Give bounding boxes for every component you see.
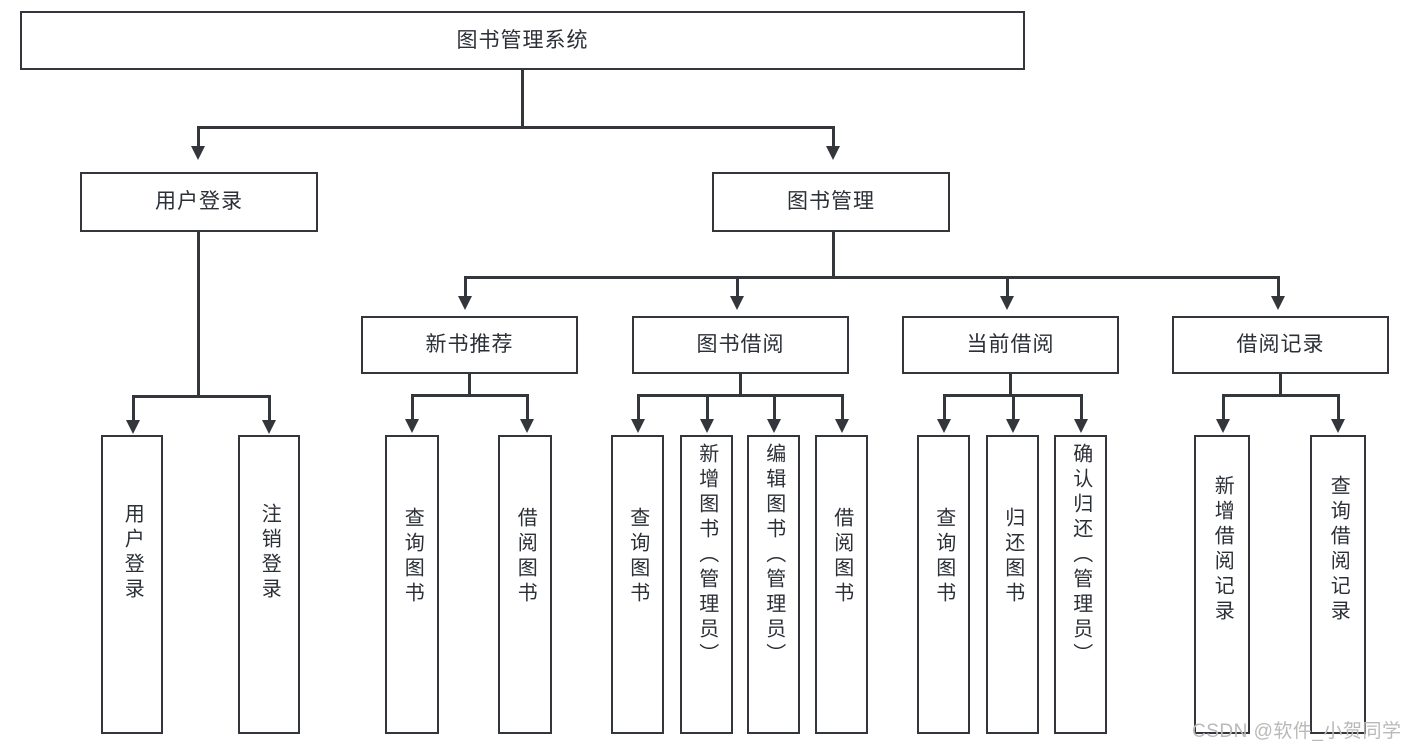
leaf-add-book-admin[interactable]: 新增图书（管理员） [680,435,733,734]
node-label: 新书推荐 [425,333,514,357]
leaf-user-login[interactable]: 用户登录 [101,435,163,734]
leaf-query-borrow-record[interactable]: 查询借阅记录 [1310,435,1366,734]
node-label: 查询图书 [626,507,649,607]
arrowhead-nbr-leaf-2 [520,419,534,433]
arrowhead-bb-leaf-3 [767,419,781,433]
connector-user-login-to-leaf-1 [132,395,135,422]
arrowhead-current-borrow [1000,296,1014,310]
node-new-book-recommend[interactable]: 新书推荐 [361,316,578,374]
node-root-book-management-system[interactable]: 图书管理系统 [20,11,1025,70]
connector-bb-bus [637,394,843,397]
connector-root-bus [197,126,834,129]
connector-root-to-user-login [197,126,200,148]
node-label: 查询图书 [932,507,955,607]
connector-root-stem [521,70,524,128]
arrowhead-bb-leaf-4 [835,419,849,433]
connector-bm-to-current-borrow [1006,276,1009,298]
connector-nbr-leaf-2 [526,394,529,421]
node-label: 注销登录 [258,503,281,603]
arrowhead-book-management [826,146,840,160]
arrowhead-cb-leaf-2 [1006,419,1020,433]
connector-user-login-to-leaf-2 [268,395,271,422]
arrowhead-br-leaf-1 [1216,419,1230,433]
node-label: 图书借阅 [696,333,785,357]
arrowhead-cb-leaf-3 [1074,419,1088,433]
connector-bm-to-borrow-record [1277,276,1280,298]
node-book-management[interactable]: 图书管理 [712,172,950,232]
connector-root-to-book-management [832,126,835,148]
node-current-borrow[interactable]: 当前借阅 [902,316,1119,374]
node-label: 查询图书 [401,507,424,607]
node-label: 新增图书（管理员） [695,443,718,668]
arrowhead-br-leaf-2 [1331,419,1345,433]
leaf-borrow-book-bb[interactable]: 借阅图书 [815,435,868,734]
leaf-confirm-return-admin[interactable]: 确认归还（管理员） [1054,435,1107,734]
node-label: 新增借阅记录 [1211,475,1234,625]
arrowhead-user-login [191,146,205,160]
connector-nbr-bus [411,394,528,397]
arrowhead-book-borrow [730,296,744,310]
arrowhead-bb-leaf-2 [700,419,714,433]
arrowhead-nbr-leaf-1 [405,419,419,433]
connector-br-leaf-1 [1222,394,1225,421]
node-label: 借阅记录 [1236,333,1325,357]
node-user-login[interactable]: 用户登录 [80,172,318,232]
connector-user-login-bus [132,395,270,398]
connector-cb-stem [1009,374,1012,396]
connector-bb-stem [739,374,742,396]
connector-nbr-stem [468,374,471,396]
connector-book-management-stem [832,232,835,278]
connector-book-management-bus [464,276,1280,279]
node-label: 用户登录 [155,190,243,214]
leaf-edit-book-admin[interactable]: 编辑图书（管理员） [747,435,800,734]
arrowhead-leaf-user-login [126,420,140,434]
connector-bb-leaf-2 [706,394,709,421]
connector-user-login-stem [197,232,200,397]
node-label: 用户登录 [121,503,144,603]
node-label: 借阅图书 [514,507,537,607]
node-borrow-record[interactable]: 借阅记录 [1172,316,1389,374]
connector-nbr-leaf-1 [411,394,414,421]
node-label: 当前借阅 [966,333,1055,357]
leaf-logout[interactable]: 注销登录 [238,435,300,734]
connector-bm-to-book-borrow [736,276,739,298]
node-label: 图书管理 [787,190,875,214]
connector-cb-leaf-1 [943,394,946,421]
arrowhead-leaf-logout [262,420,276,434]
connector-bb-leaf-1 [637,394,640,421]
node-label: 编辑图书（管理员） [762,443,785,668]
leaf-query-book-nbr[interactable]: 查询图书 [385,435,439,734]
leaf-return-book[interactable]: 归还图书 [986,435,1039,734]
arrowhead-borrow-record [1271,296,1285,310]
connector-br-stem [1279,374,1282,396]
connector-br-leaf-2 [1337,394,1340,421]
connector-cb-leaf-2 [1012,394,1015,421]
node-book-borrow[interactable]: 图书借阅 [632,316,849,374]
connector-bb-leaf-4 [841,394,844,421]
connector-br-bus [1222,394,1339,397]
arrowhead-bb-leaf-1 [631,419,645,433]
connector-bb-leaf-3 [773,394,776,421]
leaf-query-book-bb[interactable]: 查询图书 [611,435,664,734]
node-label: 查询借阅记录 [1327,475,1350,625]
node-label: 确认归还（管理员） [1069,443,1092,668]
connector-cb-leaf-3 [1080,394,1083,421]
node-label: 借阅图书 [830,507,853,607]
leaf-add-borrow-record[interactable]: 新增借阅记录 [1194,435,1250,734]
node-label: 归还图书 [1001,507,1024,607]
node-label: 图书管理系统 [456,28,589,52]
leaf-query-book-cb[interactable]: 查询图书 [917,435,970,734]
arrowhead-new-book-recommend [458,296,472,310]
connector-bm-to-new-book [464,276,467,298]
arrowhead-cb-leaf-1 [937,419,951,433]
leaf-borrow-book-nbr[interactable]: 借阅图书 [498,435,552,734]
